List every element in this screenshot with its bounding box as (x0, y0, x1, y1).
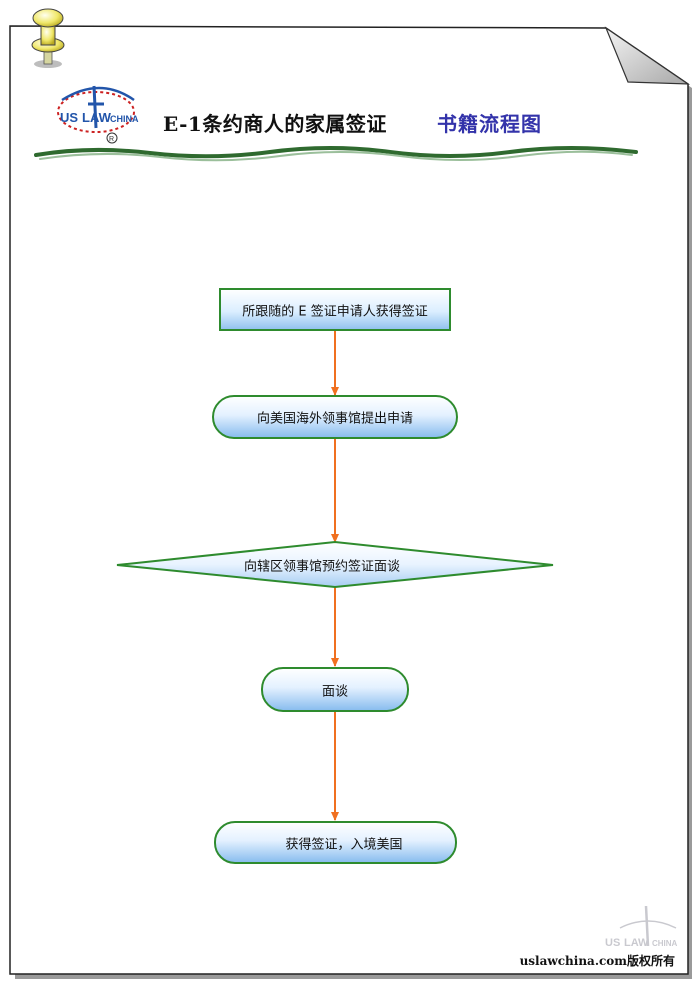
paper-sheet (9, 25, 689, 975)
node-n1-shape (219, 288, 451, 331)
node-n5-shape (214, 821, 457, 864)
uslawchina-logo: US LAW CHINA R (57, 85, 139, 144)
svg-text:R: R (109, 136, 114, 143)
node-n3-shape (116, 540, 554, 589)
node-n3-label: 向辖区领事馆预约签证面谈 (243, 559, 401, 575)
header-rule (34, 146, 638, 162)
svg-text:LAW: LAW (82, 110, 112, 125)
node-n2-shape (212, 395, 458, 439)
watermark-logo: US LAW CHINA (605, 905, 678, 949)
svg-text:CHINA: CHINA (652, 939, 678, 948)
node-n4-shape (261, 667, 409, 712)
page-fold (604, 26, 691, 85)
svg-text:LAW: LAW (624, 937, 649, 949)
node-n1-label: 所跟随的 E 签证申请人获得签证 (242, 304, 428, 320)
node-n4-label: 面谈 (321, 684, 349, 700)
svg-text:US: US (60, 110, 78, 125)
svg-text:CHINA: CHINA (110, 114, 139, 124)
svg-text:US: US (605, 937, 620, 949)
diagram-title: E-1条约商人的家属签证 (163, 112, 387, 136)
node-n5-label: 获得签证，入境美国 (285, 837, 403, 853)
diagram-subtitle: 书籍流程图 (437, 112, 542, 136)
copyright-footer: uslawchina.com版权所有 (519, 954, 675, 968)
pushpin-icon (31, 8, 65, 68)
node-n2-label: 向美国海外领事馆提出申请 (256, 411, 414, 427)
